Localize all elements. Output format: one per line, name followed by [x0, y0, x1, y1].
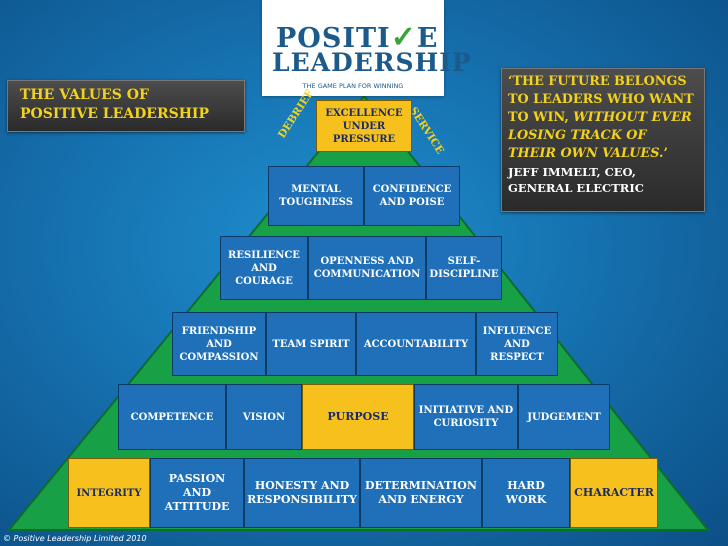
- quote-part-3: ’: [663, 146, 668, 161]
- pyramid-cell-resilience: RESILIENCE AND COURAGE: [220, 236, 308, 300]
- pyramid-cell-judgement: JUDGEMENT: [518, 384, 610, 450]
- pyramid-cell-team-spirit: TEAM SPIRIT: [266, 312, 356, 376]
- pyramid-cell-competence: COMPETENCE: [118, 384, 226, 450]
- title-box: THE VALUES OF POSITIVE LEADERSHIP: [7, 80, 245, 132]
- pyramid-cell-purpose: PURPOSE: [302, 384, 414, 450]
- pyramid-cell-mental-toughness: MENTAL TOUGHNESS: [268, 166, 364, 226]
- pyramid-cell-integrity: INTEGRITY: [68, 458, 150, 528]
- logo-tagline: THE GAME PLAN FOR WINNING: [302, 82, 404, 90]
- quote-part-1: ‘THE FUTURE BELONGS TO LEADERS WHO WANT …: [508, 74, 694, 125]
- pyramid-cell-passion: PASSION AND ATTITUDE: [150, 458, 244, 528]
- pyramid-cell-vision: VISION: [226, 384, 302, 450]
- quote-author-line-2: GENERAL ELECTRIC: [508, 181, 644, 195]
- quote-box: ‘THE FUTURE BELONGS TO LEADERS WHO WANT …: [501, 68, 705, 212]
- pyramid-cell-influence: INFLUENCE AND RESPECT: [476, 312, 558, 376]
- title-line-1: THE VALUES OF: [20, 87, 149, 103]
- copyright-footer: © Positive Leadership Limited 2010: [3, 534, 147, 543]
- logo-text-prefix: POSITI: [276, 23, 391, 54]
- pyramid-cell-honesty: HONESTY AND RESPONSIBILITY: [244, 458, 360, 528]
- title-line-2: POSITIVE LEADERSHIP: [20, 106, 209, 122]
- pyramid-cell-self-discipline: SELF-DISCIPLINE: [426, 236, 502, 300]
- pyramid-cell-accountability: ACCOUNTABILITY: [356, 312, 476, 376]
- logo-line-positive: POSITI✓E: [276, 20, 438, 55]
- positive-leadership-logo: POSITI✓E LEADERSHIP THE GAME PLAN FOR WI…: [262, 0, 471, 96]
- check-mark-icon: ✓: [390, 20, 417, 55]
- pyramid-cell-determination: DETERMINATION AND ENERGY: [360, 458, 482, 528]
- pyramid-cell-confidence: CONFIDENCE AND POISE: [364, 166, 460, 226]
- logo-line-leadership: LEADERSHIP: [272, 48, 472, 77]
- quote-author-line-1: JEFF IMMELT, CEO,: [508, 165, 636, 179]
- pyramid-cell-friendship: FRIENDSHIP AND COMPASSION: [172, 312, 266, 376]
- quote-text: ‘THE FUTURE BELONGS TO LEADERS WHO WANT …: [508, 73, 698, 163]
- pyramid-cell-character: CHARACTER: [570, 458, 658, 528]
- logo-text-suffix: E: [416, 23, 439, 54]
- quote-part-2-italic: WITHOUT EVER LOSING TRACK OF THEIR OWN V…: [508, 110, 692, 161]
- pyramid-cell-openness: OPENNESS AND COMMUNICATION: [308, 236, 426, 300]
- pyramid-cell-initiative: INITIATIVE AND CURIOSITY: [414, 384, 518, 450]
- pyramid-cell-excellence: EXCELLENCE UNDER PRESSURE: [316, 100, 412, 152]
- pyramid-cell-hard-work: HARD WORK: [482, 458, 570, 528]
